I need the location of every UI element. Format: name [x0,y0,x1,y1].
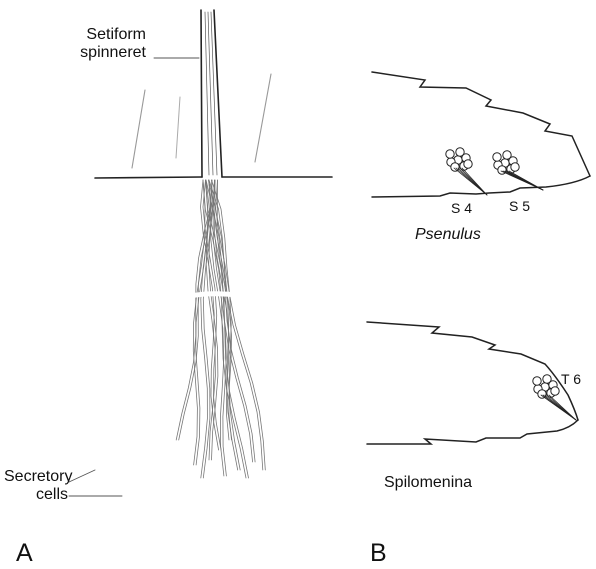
secretory-label: Secretory cells [4,468,68,503]
duct [193,180,205,465]
segment-label-s4: S 4 [451,201,472,216]
taxon-label-spilomenina: Spilomenina [384,474,472,492]
duct [212,180,266,470]
seta [132,90,145,168]
panel-a-illustration [69,10,332,496]
secretory-label-line2: cells [4,486,68,504]
gland-duct [462,168,487,195]
spinneret-label-line1: Setiform [60,26,146,44]
duct [206,180,249,478]
panel-b-top-illustration [372,72,590,197]
secretory-cell [503,151,511,159]
secretory-cell [543,375,551,383]
secretory-ducts [176,180,265,478]
panel-a-letter: A [16,540,33,568]
segment-label-t6: T 6 [561,372,581,387]
secretory-cell [551,387,559,395]
panel-b-bottom-illustration [367,322,578,444]
secretory-cell [493,153,501,161]
spinneret-label: Setiform spinneret [60,26,146,61]
segment-label-s5: S 5 [509,199,530,214]
taxon-label-psenulus: Psenulus [415,226,481,244]
cuticle-surface [95,177,332,178]
gland-duct [549,395,576,420]
gland-cluster-s4 [446,148,487,195]
secretory-cell [446,150,454,158]
ventral-contour [372,176,590,197]
secretory-cell [456,148,464,156]
spinneret-label-line2: spinneret [60,44,146,62]
ventral-contour [367,420,578,444]
secretory-cell [533,377,541,385]
seta [255,74,271,162]
dorsal-contour [372,72,590,176]
secretory-leader [69,470,122,496]
dorsal-contour [367,322,578,420]
gland-cluster-s5 [493,151,543,190]
secretory-cell [511,163,519,171]
secretory-cell [464,160,472,168]
panel-b-letter: B [370,540,387,568]
seta [176,97,180,158]
duct [176,180,212,440]
secretory-label-line1: Secretory [4,468,68,486]
